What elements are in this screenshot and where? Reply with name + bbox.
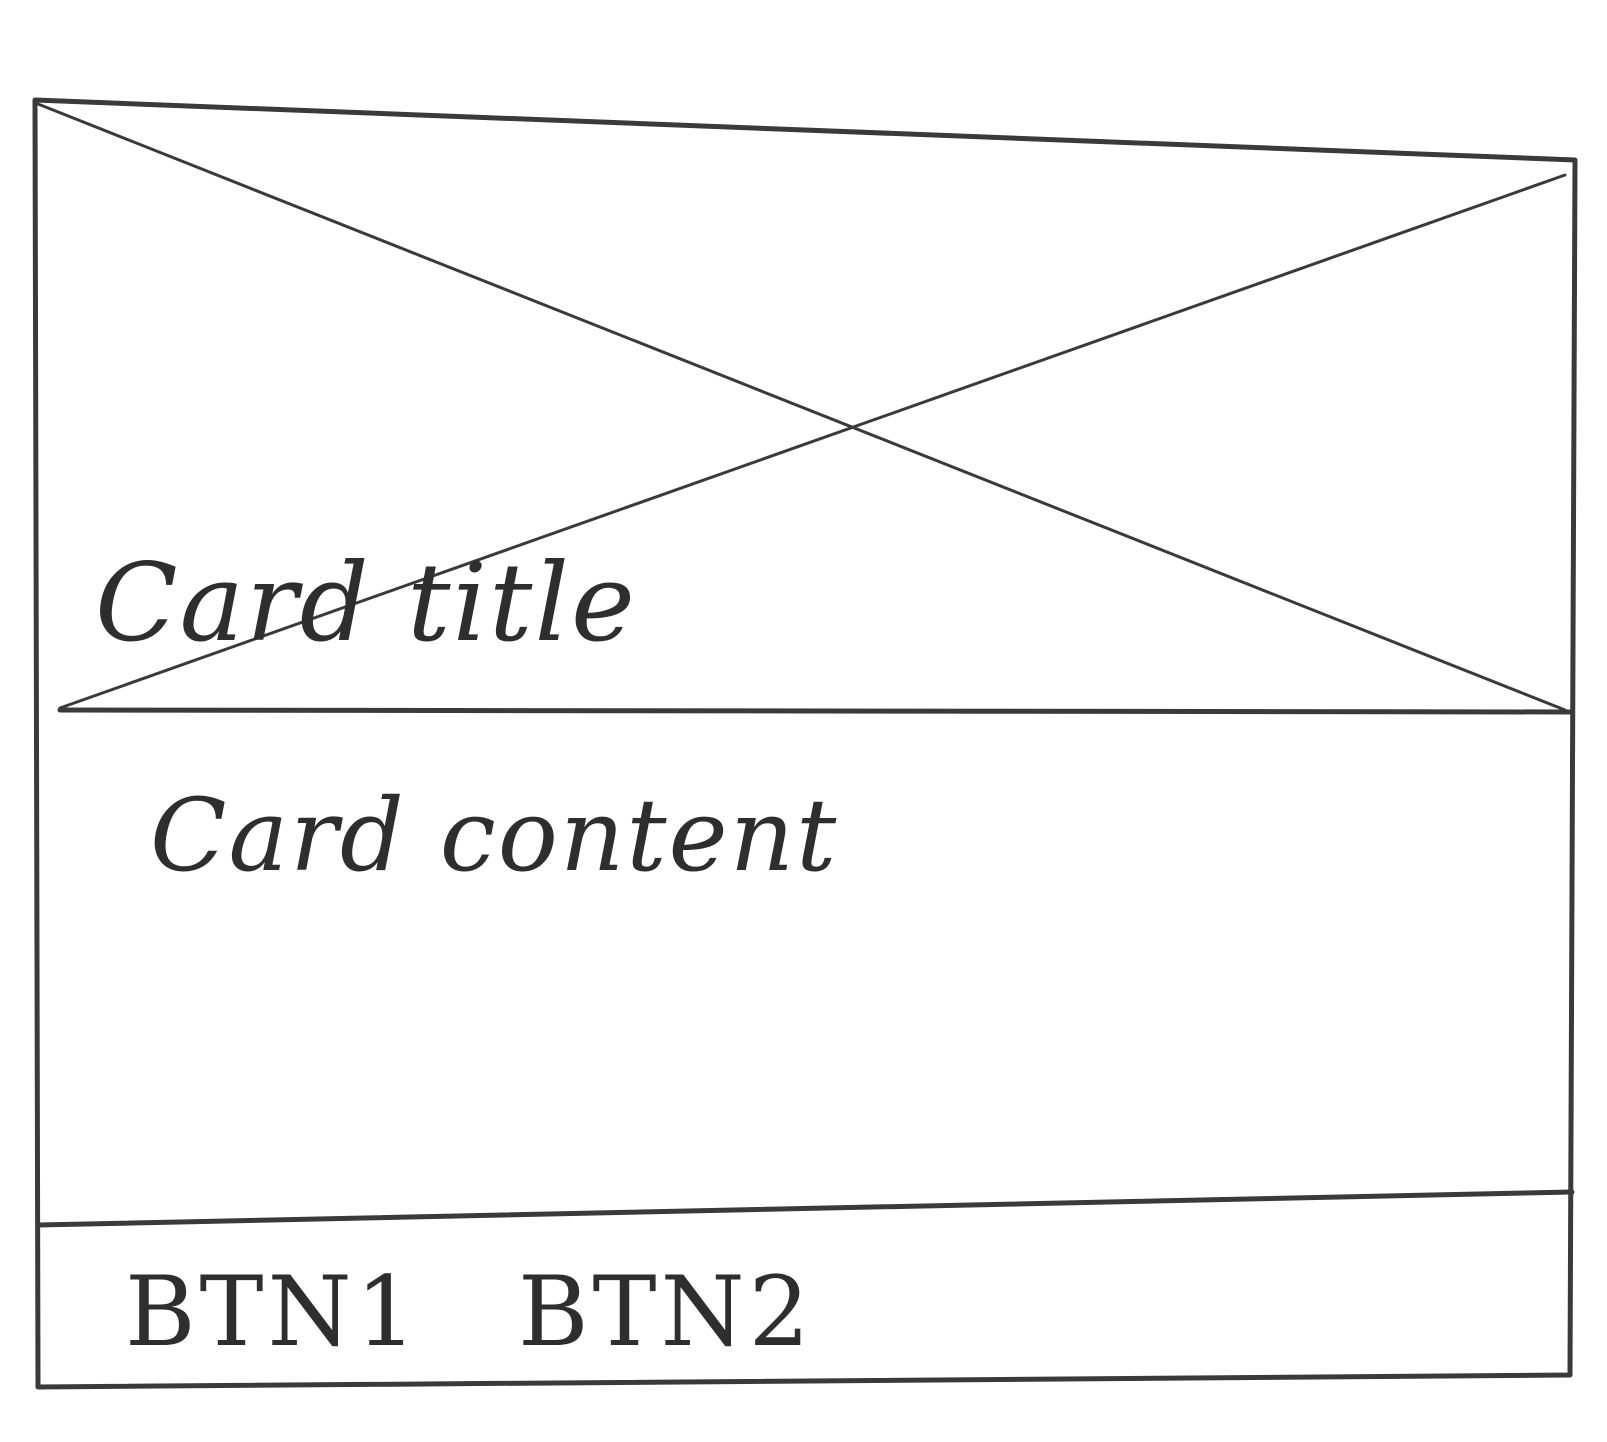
btn2-button[interactable]: BTN2 bbox=[518, 1256, 814, 1368]
actions-divider bbox=[35, 1189, 1575, 1228]
card-content: Card content bbox=[150, 777, 838, 894]
media-divider bbox=[57, 707, 1575, 715]
card-frame bbox=[32, 97, 1578, 1390]
card-actions: BTN1 BTN2 bbox=[125, 1256, 814, 1368]
image-placeholder-cross-icon bbox=[36, 102, 1567, 712]
card-title: Card title bbox=[95, 541, 637, 666]
btn1-button[interactable]: BTN1 bbox=[125, 1256, 421, 1368]
card-media bbox=[36, 102, 1575, 715]
